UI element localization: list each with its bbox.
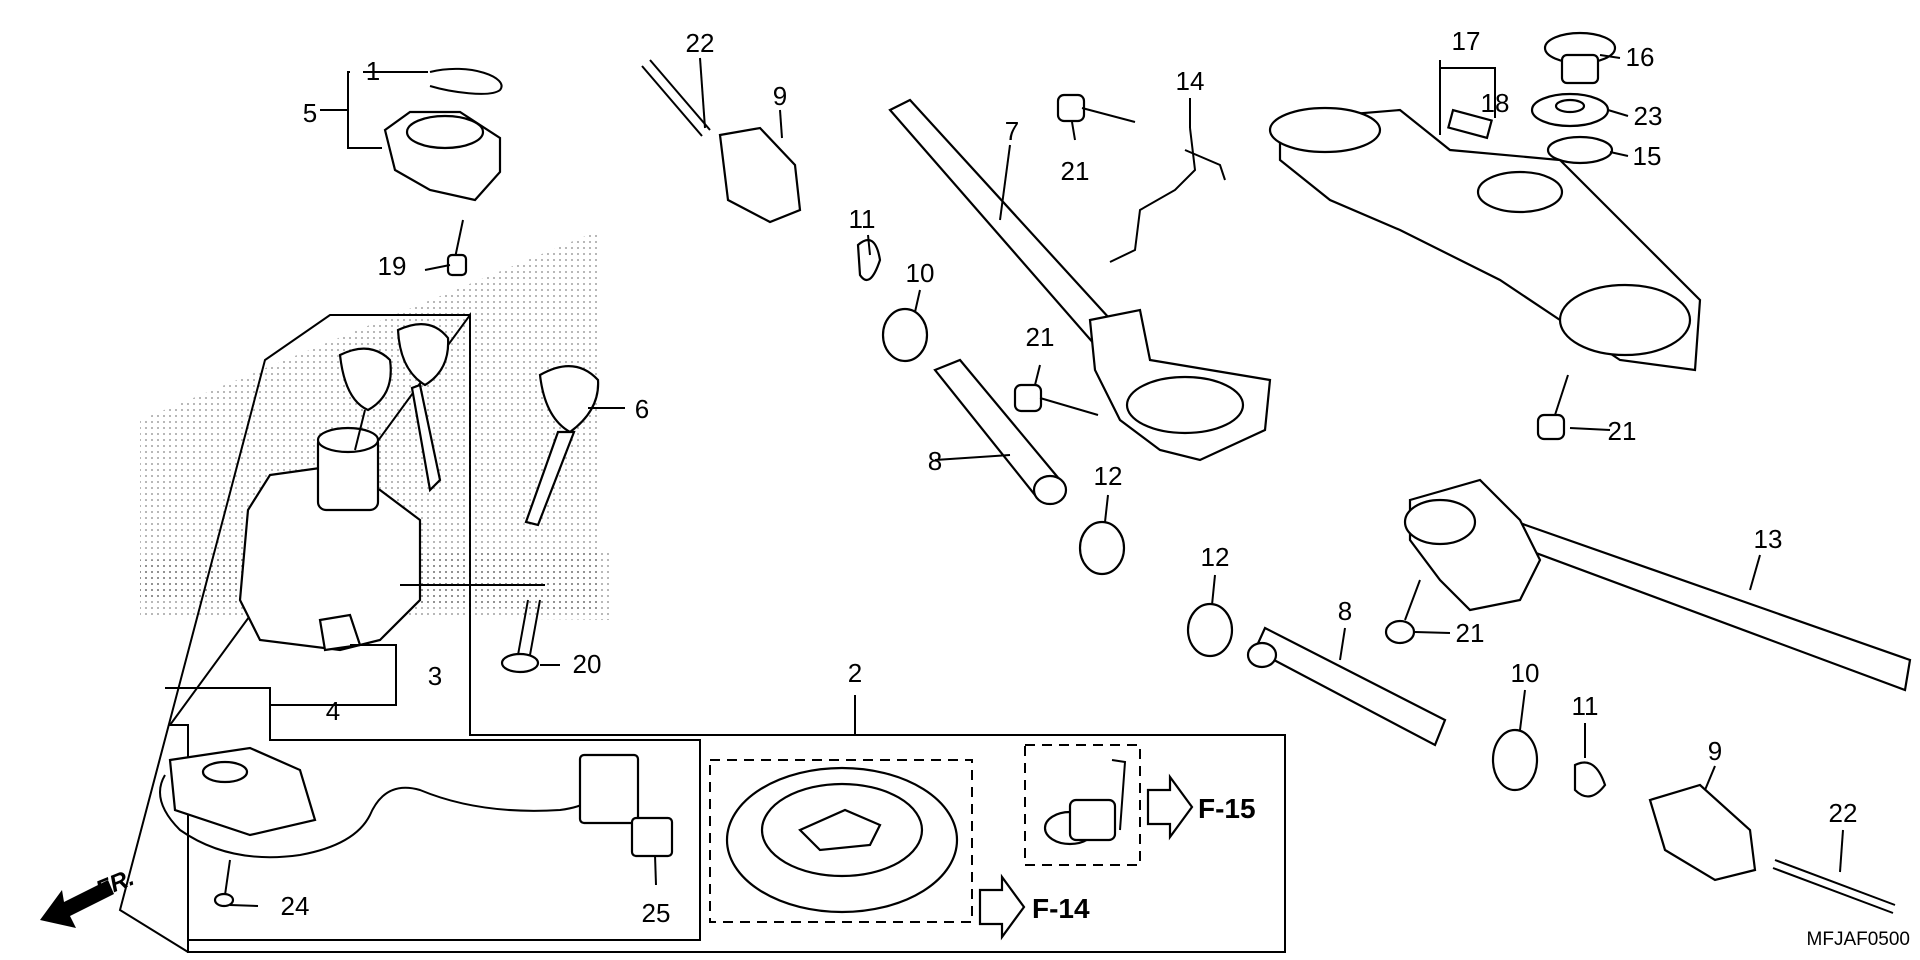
callout-5: 5	[303, 98, 317, 128]
part-seat-lock	[1043, 759, 1127, 846]
part-ignition-switch	[238, 426, 422, 652]
part-keys-bundle	[338, 322, 450, 493]
callout-8-left: 8	[928, 446, 942, 476]
callout-6: 6	[635, 394, 649, 424]
part-top-bridge	[1268, 106, 1702, 372]
callout-16: 16	[1626, 42, 1655, 72]
leader-lines	[229, 54, 1844, 907]
part-bar-end-right	[1648, 783, 1757, 882]
part-nut-23	[1530, 92, 1610, 128]
callout-22-top: 22	[686, 28, 715, 58]
part-bolt-21-top	[1056, 93, 1136, 123]
callout-23: 23	[1634, 101, 1663, 131]
callout-4: 4	[326, 696, 340, 726]
front-arrow-icon	[40, 880, 114, 928]
reference-f15[interactable]: F-15	[1146, 773, 1256, 841]
part-clip-left	[856, 238, 882, 282]
ref-label-f15: F-15	[1198, 793, 1256, 824]
callout-12-left: 12	[1094, 461, 1123, 491]
callout-21-right: 21	[1608, 416, 1637, 446]
ref-arrow-f14	[978, 873, 1026, 941]
callout-22-right: 22	[1829, 798, 1858, 828]
callout-18: 18	[1481, 88, 1510, 118]
part-key	[524, 365, 600, 527]
part-rubber-right	[1186, 602, 1234, 658]
callout-12-right: 12	[1201, 542, 1230, 572]
callout-8-right: 8	[1338, 596, 1352, 626]
callout-21-lower: 21	[1456, 618, 1485, 648]
part-immobilizer-harness	[159, 746, 674, 908]
part-inner-rod-left	[933, 358, 1068, 506]
callout-1: 1	[366, 56, 380, 86]
callout-3: 3	[428, 661, 442, 691]
callout-20: 20	[573, 649, 602, 679]
callout-19: 19	[378, 251, 407, 281]
part-circlip	[429, 67, 503, 95]
part-key-cylinder-cap	[383, 110, 502, 202]
callout-21-top: 21	[1061, 156, 1090, 186]
part-bolt-21-center	[1013, 383, 1099, 416]
reference-f14[interactable]: F-14	[978, 873, 1090, 941]
ref-arrow-f15	[1146, 773, 1194, 841]
callouts: 1 2 3 4 5 6 7 8 8 9 9 10 10 11 11 12 12 …	[281, 26, 1858, 928]
part-bracket	[1109, 127, 1226, 263]
callout-10-right: 10	[1511, 658, 1540, 688]
part-bolt-21-right	[1536, 374, 1569, 441]
group-outlines	[118, 311, 1286, 953]
callout-10-left: 10	[906, 258, 935, 288]
callout-11-right: 11	[1572, 691, 1599, 721]
callout-13: 13	[1754, 524, 1783, 554]
callout-25: 25	[642, 898, 671, 928]
part-handlebar-right	[1403, 478, 1912, 692]
part-cap-16	[1543, 31, 1617, 85]
part-rubber-left	[1078, 520, 1126, 576]
ref-label-f14: F-14	[1032, 893, 1090, 924]
callout-11-left: 11	[849, 204, 876, 234]
diagram-code: MFJAF0500	[1807, 929, 1910, 950]
callout-14: 14	[1176, 66, 1205, 96]
part-screw-19	[446, 219, 468, 277]
callout-7: 7	[1005, 116, 1019, 146]
part-bolt-20	[500, 599, 541, 674]
callout-2: 2	[848, 658, 862, 688]
part-washer-15	[1546, 135, 1614, 165]
callout-24: 24	[281, 891, 310, 921]
part-inner-rod-right	[1246, 626, 1447, 747]
part-handlebar-left	[888, 98, 1272, 462]
part-weight-left	[881, 307, 929, 363]
callout-9-right: 9	[1708, 736, 1722, 766]
part-bar-end-left	[641, 59, 802, 224]
callout-15: 15	[1633, 141, 1662, 171]
part-weight-right	[1491, 728, 1539, 792]
part-clip-right	[1573, 761, 1607, 798]
part-fuel-cap	[725, 766, 959, 914]
callout-21-center: 21	[1026, 322, 1055, 352]
part-plate-18	[1447, 108, 1493, 140]
callout-17: 17	[1452, 26, 1481, 56]
part-screw-22-right	[1772, 859, 1896, 914]
callout-9-left: 9	[773, 81, 787, 111]
part-bolt-21-lower	[1384, 579, 1421, 645]
